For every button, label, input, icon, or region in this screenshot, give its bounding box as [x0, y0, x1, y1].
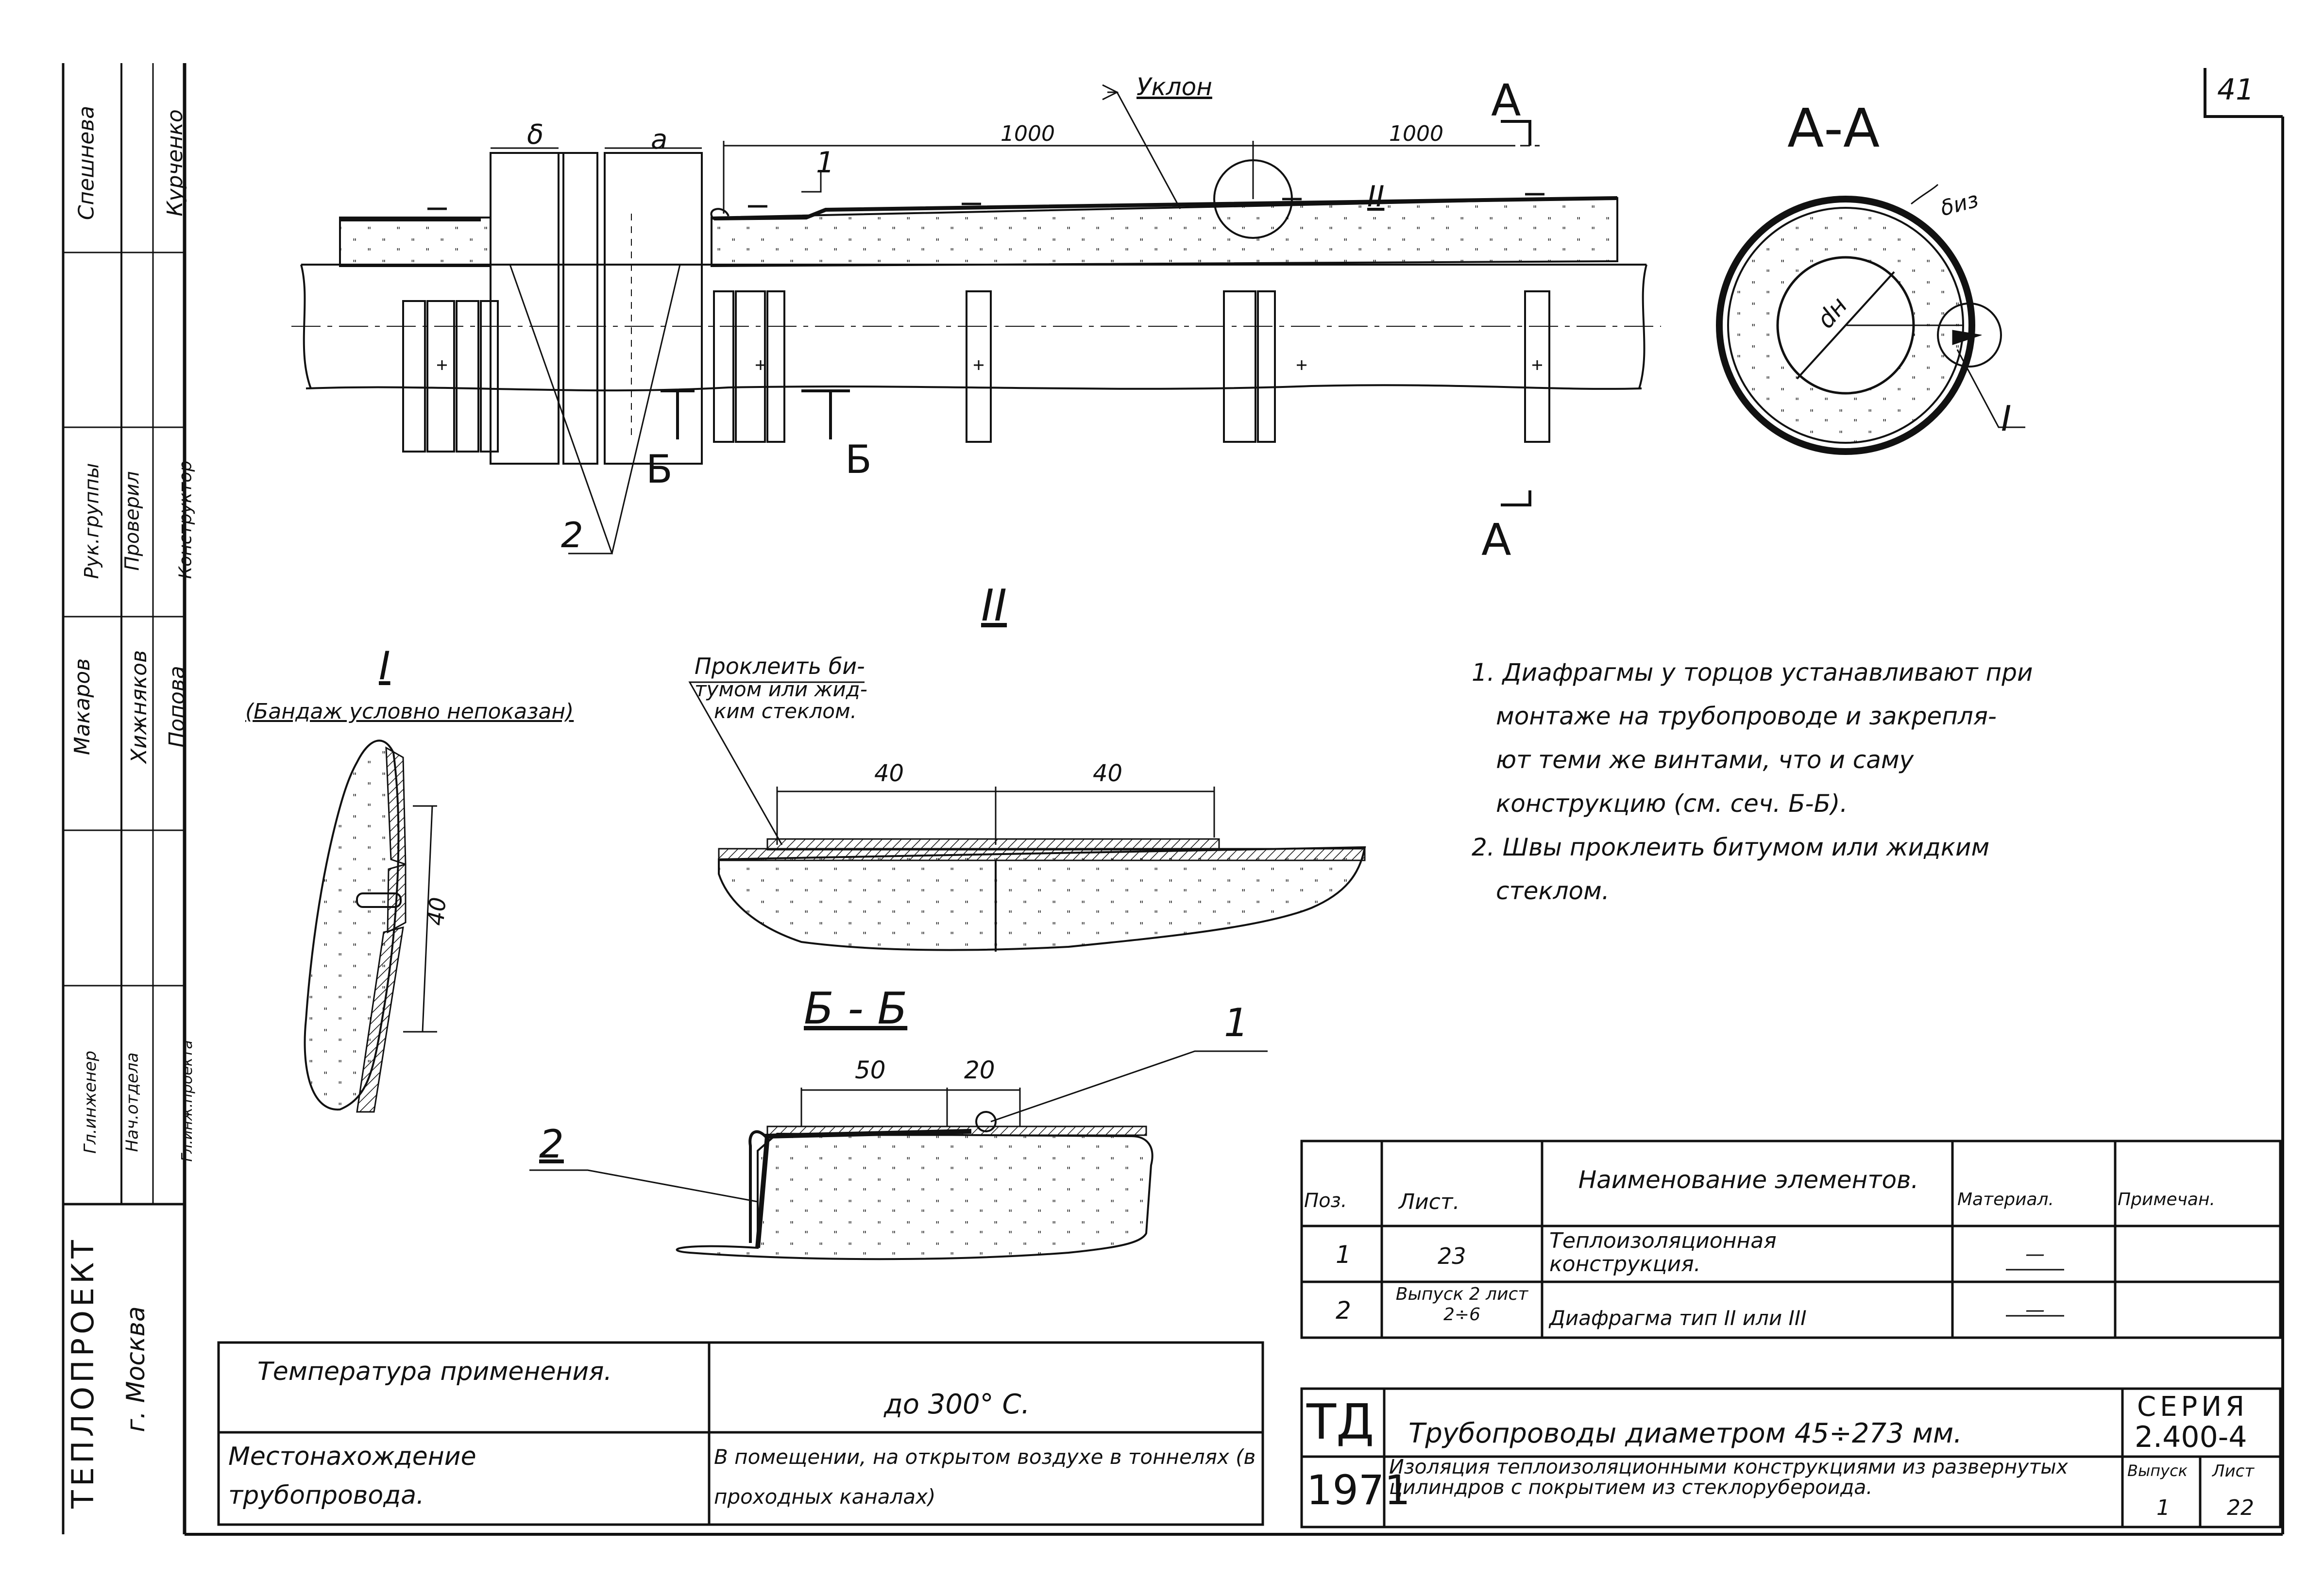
insulation-left — [339, 217, 492, 267]
title-issue-value: 1 — [2156, 1495, 2170, 1520]
dim-1000-b: 1000 — [1389, 121, 1443, 146]
spec-header-material: Материал. — [1957, 1190, 2054, 1209]
note-line: 2. Швы проклеить битумом или жидким — [1472, 833, 1990, 861]
detail-ii-title: II — [981, 580, 1007, 631]
section-b-left: Б — [646, 447, 673, 492]
spec-header-pos: Поз. — [1304, 1190, 1347, 1212]
spec-row-2-name: Диафрагма тип II или III — [1549, 1306, 1807, 1330]
role-label-4: Проверил — [121, 471, 144, 571]
role-label-1: Гл.инженер — [81, 1050, 101, 1154]
role-label-2: Нач.отдела — [122, 1052, 142, 1152]
pipe-bottom-edge — [305, 384, 1642, 392]
callout-ii-label: II — [1367, 180, 1385, 214]
spec-row-1-name: Теплоизоляционная конструкция. — [1549, 1228, 1777, 1276]
position-1-label: 1 — [816, 146, 835, 180]
title-block-frame — [1300, 1387, 2282, 1528]
condition-label-location: Местонахождение трубопровода. — [228, 1442, 476, 1510]
diaphragm-right — [604, 152, 703, 465]
spec-header-name: Наименование элементов. — [1578, 1166, 1919, 1194]
spec-row-2-material: — — [2025, 1299, 2045, 1321]
general-notes: 1. Диафрагмы у торцов устанавливают при … — [1472, 651, 2033, 913]
detail-i — [304, 739, 437, 1113]
delta-label: δ — [527, 119, 544, 151]
diaphragm-left — [490, 152, 560, 465]
condition-value-location: В помещении, на открытом воздухе в тонне… — [714, 1445, 1256, 1509]
condition-value-temperature: до 300° С. — [884, 1389, 1030, 1420]
title-series-value: 2.400-4 — [2135, 1420, 2247, 1454]
role-name-1: Спешнева — [74, 105, 99, 220]
detail-ii-note-3: ким стеклом. — [714, 699, 857, 723]
detail-ii-note-2: тумом или жид- — [695, 677, 867, 701]
conditions-table — [217, 1341, 1264, 1526]
spec-row-1-pos: 1 — [1336, 1241, 1351, 1269]
org-city: г. Москва — [121, 1306, 151, 1432]
section-bb — [529, 1050, 1268, 1260]
a-label: а — [651, 124, 668, 155]
title-sheet-label: Лист — [2212, 1461, 2255, 1481]
title-issue-label: Выпуск — [2127, 1461, 2188, 1480]
spec-row-1-sheet: 23 — [1438, 1243, 1466, 1269]
note-line: стеклом. — [1496, 877, 1610, 905]
detail-i-dim: 40 — [422, 896, 451, 927]
section-bb-pos-2: 2 — [539, 1122, 564, 1167]
section-bb-pos-1: 1 — [1224, 1000, 1249, 1045]
condition-label-temperature: Температура применения. — [257, 1357, 612, 1386]
title-td: ТД — [1306, 1393, 1374, 1450]
title-year: 1971 — [1306, 1466, 1410, 1514]
detail-ii-note-1: Проклеить би- — [695, 653, 865, 679]
role-label-3: Рук.группы — [81, 463, 103, 579]
note-line: монтаже на трубопроводе и закрепля- — [1496, 702, 1997, 730]
role-label-6: Гл.инж.проекта — [178, 1040, 196, 1162]
slope-label: Уклон — [1137, 73, 1212, 101]
role-name-4: Хижняков — [127, 650, 152, 764]
insulation-right — [711, 197, 1618, 268]
sheet-number: 41 — [2217, 73, 2255, 107]
role-name-5: Попова — [164, 666, 189, 748]
section-a-bottom: А — [1481, 515, 1511, 566]
detail-i-note: (Бандаж условно непоказан) — [245, 699, 574, 724]
callout-i-label: I — [2001, 398, 2012, 439]
sheet-frame — [62, 63, 2284, 1536]
spec-row-2-pos: 2 — [1336, 1296, 1351, 1325]
title-series-label: СЕРИЯ — [2137, 1391, 2249, 1423]
detail-i-title: I — [379, 643, 390, 688]
spec-header-sheet: Лист. — [1399, 1190, 1460, 1214]
spec-row-2-sheet: Выпуск 2 лист 2÷6 — [1395, 1284, 1528, 1325]
title-strip: Спешнева Курченко Макаров Хижняков Попов… — [63, 63, 196, 1204]
detail-ii-dim-left: 40 — [874, 760, 904, 787]
section-aa — [1716, 184, 2025, 455]
position-2-label: 2 — [561, 515, 583, 555]
spec-table — [1300, 1140, 2282, 1339]
title-sheet-value: 22 — [2227, 1495, 2254, 1520]
title-main: Трубопроводы диаметром 45÷273 мм. — [1408, 1418, 1962, 1449]
detail-ii — [688, 681, 1366, 952]
spec-row-1-material: — — [2025, 1243, 2045, 1265]
section-bb-title: Б - Б — [804, 983, 908, 1034]
role-name-3: Макаров — [70, 658, 95, 755]
role-label-5: Конструктор — [175, 460, 196, 579]
detail-ii-dim-right: 40 — [1093, 760, 1123, 787]
section-aa-title: А-А — [1787, 97, 1880, 159]
note-line: конструкцию (см. сеч. Б-Б). — [1496, 789, 1848, 818]
section-a-top: А — [1491, 75, 1521, 126]
section-bb-dim-50: 50 — [855, 1056, 886, 1084]
role-name-2: Курченко — [162, 109, 187, 217]
spec-header-note: Примечан. — [2118, 1190, 2215, 1209]
org-name: ТЕПЛОПРОЕКТ — [65, 1236, 101, 1509]
note-line: ют теми же винтами, что и саму — [1496, 746, 1914, 774]
section-bb-dim-20: 20 — [964, 1056, 995, 1084]
main-view — [291, 84, 1661, 554]
note-line: 1. Диафрагмы у торцов устанавливают при — [1472, 658, 2033, 687]
bands-left — [402, 300, 499, 453]
section-b-right: Б — [845, 437, 872, 482]
title-subtitle: Изоляция теплоизоляционными конструкциям… — [1389, 1455, 2068, 1499]
dim-1000-a: 1000 — [1001, 121, 1055, 146]
bands-right — [713, 290, 1550, 443]
